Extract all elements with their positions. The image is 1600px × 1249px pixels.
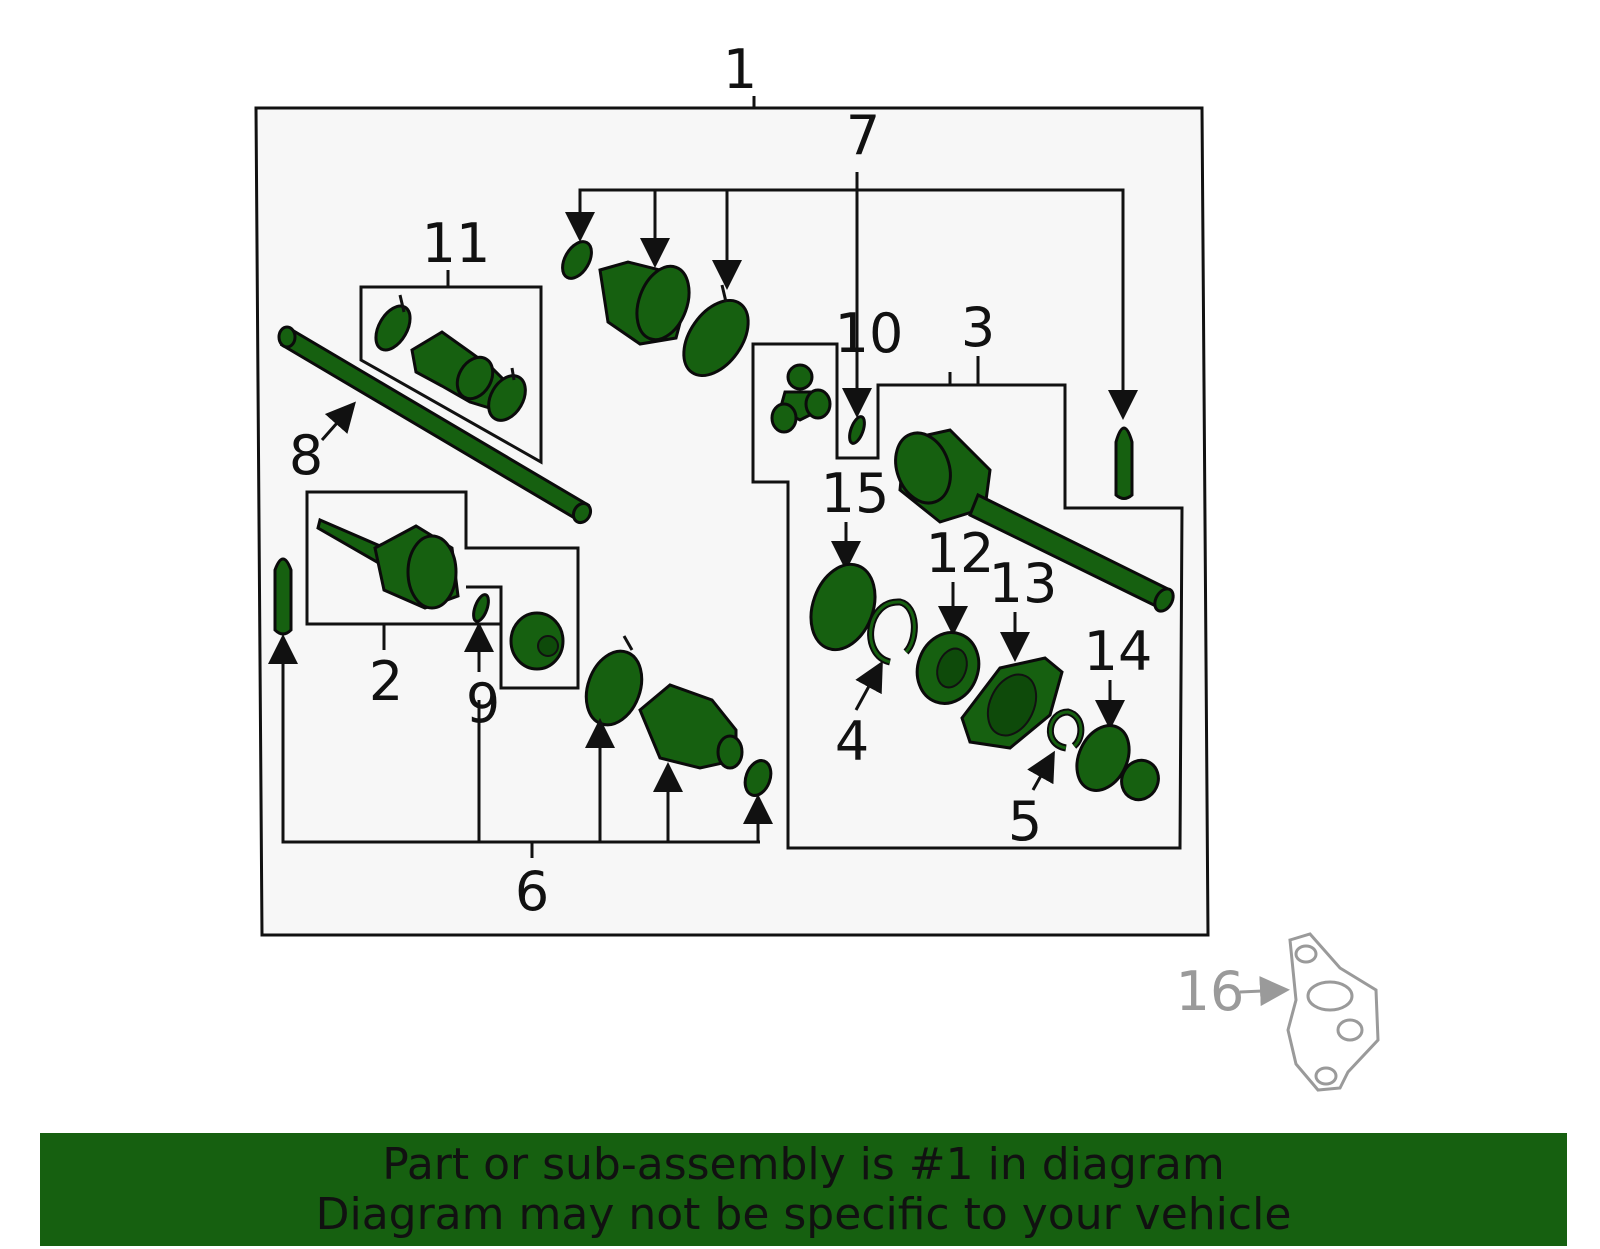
inner-race-part — [509, 611, 565, 671]
outer-cv-joint-2[interactable] — [316, 517, 460, 610]
grease-tube-right — [1114, 426, 1134, 500]
callout-7[interactable]: 7 — [846, 104, 880, 167]
banner-line-2: Diagram may not be specific to your vehi… — [315, 1188, 1292, 1240]
group-box-11 — [359, 285, 543, 465]
callout-6[interactable]: 6 — [515, 860, 549, 923]
boot-kit-11-parts — [374, 294, 527, 422]
callout-1[interactable]: 1 — [723, 38, 757, 101]
callout-8[interactable]: 8 — [289, 424, 323, 487]
callout-16[interactable]: 16 — [1176, 960, 1245, 1023]
circlip-10 — [848, 415, 866, 445]
group-box-tripod — [751, 342, 1184, 850]
grease-tube-left — [273, 557, 293, 636]
callout-4[interactable]: 4 — [835, 710, 869, 773]
bearing-bracket-13[interactable] — [960, 656, 1064, 750]
inner-joint-3[interactable] — [886, 425, 1177, 614]
axle-shaft-8[interactable] — [277, 325, 594, 526]
info-banner: Part or sub-assembly is #1 in diagram Di… — [40, 1133, 1567, 1246]
callout-2[interactable]: 2 — [369, 650, 403, 713]
callout-13[interactable]: 13 — [989, 552, 1058, 615]
assembly-frame — [254, 106, 1210, 937]
inner-boot-7[interactable] — [557, 237, 762, 388]
callout-5[interactable]: 5 — [1008, 790, 1042, 853]
group-box-2 — [305, 490, 580, 690]
callout-10[interactable]: 10 — [835, 302, 904, 365]
callout-12[interactable]: 12 — [926, 522, 995, 585]
callout-9[interactable]: 9 — [466, 672, 500, 735]
dust-cap — [1120, 758, 1160, 802]
callout-15[interactable]: 15 — [821, 462, 890, 525]
mounting-bracket-16[interactable] — [1286, 932, 1380, 1092]
callout-11[interactable]: 11 — [422, 212, 491, 275]
callout-14[interactable]: 14 — [1084, 620, 1153, 683]
banner-line-1: Part or sub-assembly is #1 in diagram — [382, 1138, 1225, 1190]
callout-3[interactable]: 3 — [961, 296, 995, 359]
tripod-joint — [770, 363, 832, 434]
